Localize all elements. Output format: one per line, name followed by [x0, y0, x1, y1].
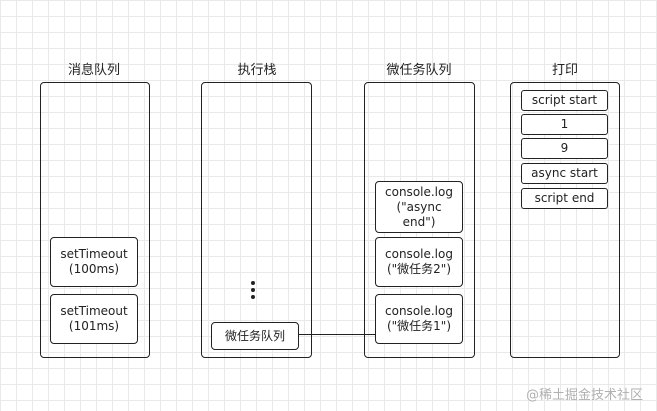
microtask-item: console.log ("微任务2") [375, 237, 463, 287]
microtask-item-line2: ("async [396, 199, 442, 214]
message-queue-item-line1: setTimeout [60, 247, 128, 261]
call-stack-item-label: 微任务队列 [224, 328, 285, 343]
watermark: @稀土掘金技术社区 [525, 388, 643, 403]
print-item: 9 [521, 138, 608, 159]
microtask-queue-title: 微任务队列 [386, 63, 452, 78]
microtask-item: console.log ("微任务1") [375, 294, 463, 344]
ellipsis-dot [251, 288, 255, 292]
print-item: script end [521, 188, 608, 209]
microtask-item-line1: console.log [385, 247, 453, 261]
microtask-item-line2: ("微任务2") [386, 262, 452, 276]
print-item: script start [521, 90, 608, 111]
print-title: 打印 [551, 63, 578, 78]
message-queue-item-line1: setTimeout [60, 304, 128, 318]
call-stack-title: 执行栈 [237, 63, 277, 78]
connector-line [298, 334, 377, 335]
microtask-item: console.log ("async end") [375, 181, 463, 233]
message-queue-item: setTimeout (101ms) [50, 294, 138, 344]
microtask-item-line1: console.log [385, 304, 453, 318]
microtask-item-line3: end") [402, 214, 436, 229]
microtask-item-line1: console.log [385, 184, 453, 199]
message-queue-item-line2: (100ms) [68, 262, 120, 276]
print-column [510, 82, 620, 358]
print-item: async start [521, 163, 608, 184]
message-queue-item-line2: (101ms) [68, 319, 120, 333]
message-queue-column [40, 82, 150, 358]
microtask-queue-column [364, 82, 475, 358]
call-stack-column [201, 82, 312, 358]
print-item: 1 [521, 114, 608, 135]
message-queue-title: 消息队列 [67, 63, 120, 78]
message-queue-item: setTimeout (100ms) [50, 237, 138, 287]
microtask-item-line2: ("微任务1") [386, 319, 452, 333]
ellipsis-dot [251, 295, 255, 299]
ellipsis-dot [251, 281, 255, 285]
call-stack-item: 微任务队列 [211, 322, 299, 350]
